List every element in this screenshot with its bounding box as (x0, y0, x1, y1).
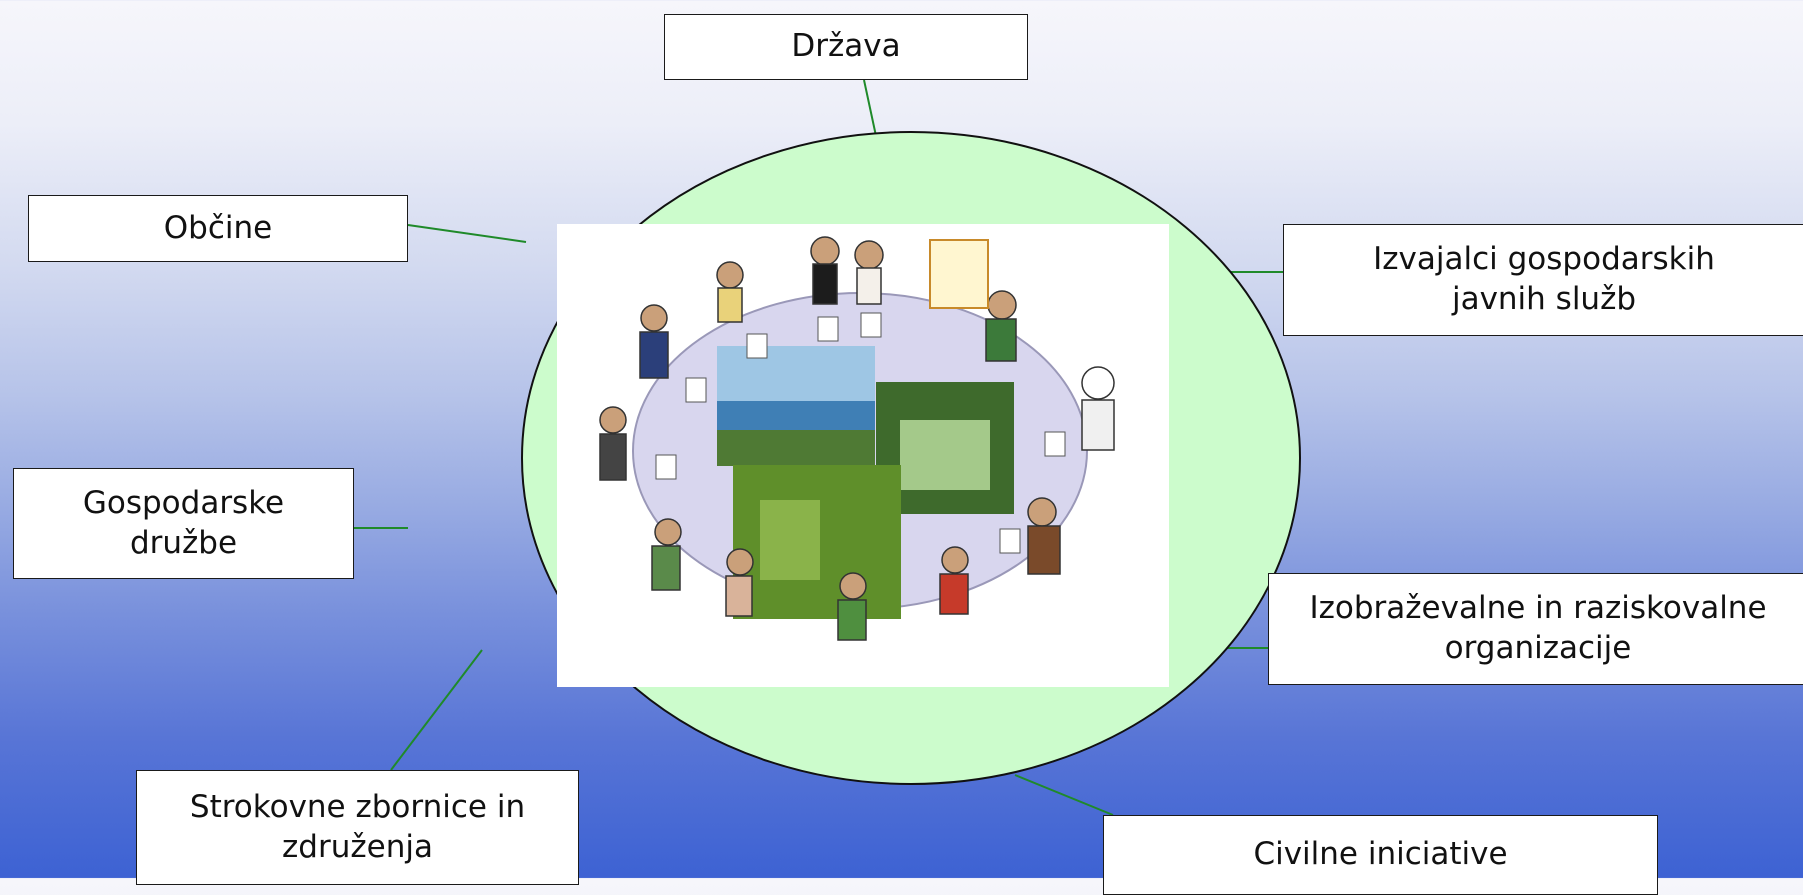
stakeholder-gospodarske-label: Gospodarske družbe (82, 484, 285, 561)
stakeholder-izobrazevalne-label: Izobraževalne in raziskovalne organizaci… (1309, 590, 1767, 666)
connector-civilne (1014, 774, 1114, 816)
stakeholder-civilne-label: Civilne iniciative (1253, 836, 1508, 873)
stakeholder-izvajalci-label: Izvajalci gospodarskih javnih služb (1373, 241, 1715, 317)
connector-drzava (863, 79, 877, 137)
stakeholder-strokovne-label: Strokovne zbornice in združenja (189, 788, 526, 865)
stakeholder-drzava-label: Država (791, 28, 901, 65)
stakeholder-izvajalci: Izvajalci gospodarskih javnih služb (1283, 224, 1803, 336)
connector-obcine (407, 224, 527, 243)
connector-strokovne (390, 649, 483, 771)
stakeholder-obcine-label: Občine (163, 209, 273, 246)
stakeholder-izobrazevalne: Izobraževalne in raziskovalne organizaci… (1268, 573, 1803, 685)
stakeholder-drzava: Država (664, 14, 1028, 80)
stakeholder-gospodarske: Gospodarske družbe (13, 468, 354, 579)
round-table-meeting-illustration (557, 224, 1169, 687)
stakeholder-civilne: Civilne iniciative (1103, 815, 1658, 895)
stakeholder-strokovne: Strokovne zbornice in združenja (136, 770, 579, 885)
stakeholder-obcine: Občine (28, 195, 408, 262)
